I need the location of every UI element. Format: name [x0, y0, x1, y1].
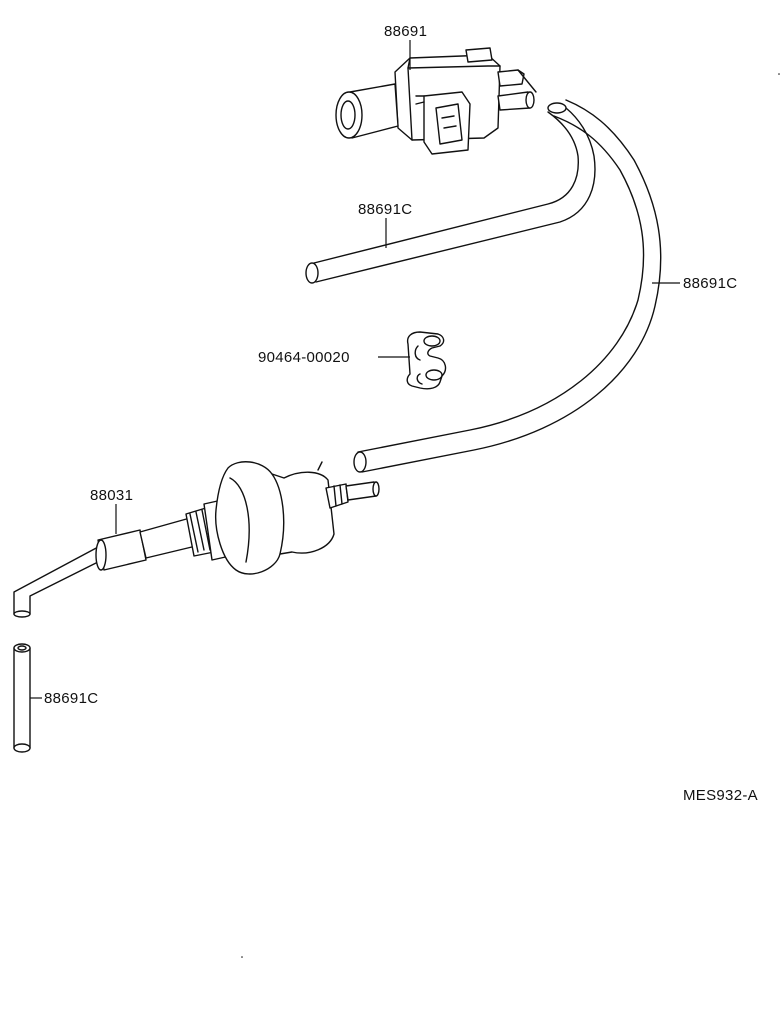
- hose-short: [13, 643, 31, 753]
- label-vsv: 88691: [384, 23, 427, 40]
- scan-dot: [778, 73, 780, 75]
- label-clamp: 90464-00020: [258, 349, 350, 366]
- hose-long: [353, 99, 662, 473]
- label-hose-long: 88691C: [683, 275, 737, 292]
- hose-clamp: [406, 331, 447, 390]
- label-hose-upper: 88691C: [358, 201, 412, 218]
- scan-dot: [241, 956, 243, 958]
- hose-upper: [305, 102, 596, 284]
- vsv-valve: [335, 47, 537, 155]
- label-sensor: 88031: [90, 487, 133, 504]
- diagram-code: MES932-A: [683, 787, 758, 804]
- label-hose-short: 88691C: [44, 690, 98, 707]
- sensor-assembly: [13, 461, 380, 618]
